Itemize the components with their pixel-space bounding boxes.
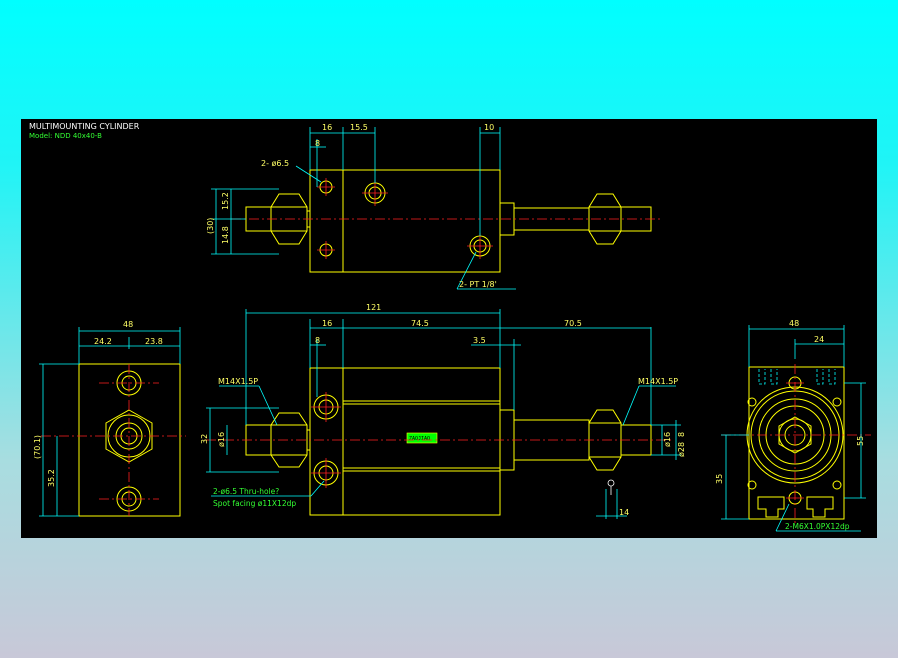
left-end-plate	[78, 363, 181, 517]
right-end-nut	[778, 416, 812, 454]
right-end-view: 48 24 55 35 2-M6X1.0PX12dp	[715, 319, 871, 532]
right-note-tap: 2-M6X1.0PX12dp	[785, 522, 850, 531]
front-dim-16: 16	[322, 319, 332, 328]
front-dim-d28: ø28	[677, 442, 686, 457]
front-dim-32: 32	[200, 434, 209, 444]
front-dim-121: 121	[366, 303, 381, 312]
front-body	[309, 367, 501, 516]
left-dim-35-2: 35.2	[47, 469, 56, 487]
top-dim-15-5: 15.5	[350, 123, 368, 132]
top-dim-8: 8	[315, 139, 320, 148]
left-dim-23-8: 23.8	[145, 337, 163, 346]
front-note-thread-right: M14X1.5P	[638, 377, 678, 386]
drawing-title: MULTIMOUNTING CYLINDER	[29, 122, 140, 131]
top-dim-14-8: 14.8	[221, 226, 230, 244]
front-dim-3-5: 3.5	[473, 336, 486, 345]
top-right-nut	[588, 193, 622, 245]
top-dim-16: 16	[322, 123, 332, 132]
left-dim-70-1: (70.1)	[33, 435, 42, 459]
front-dim-74-5: 74.5	[411, 319, 429, 328]
left-end-view: 48 24.2 23.8 (70.1) 35.2	[33, 320, 186, 517]
top-body	[309, 169, 501, 273]
top-dim-15-2: 15.2	[221, 192, 230, 210]
top-view: 16 15.5 10 8 (30) 15.2 14.8 2- ø6.5 2- P…	[206, 123, 661, 290]
front-view: ZAOJIAO 121 16 74.5 70.5 8 3.5 32 ø16 ø1…	[200, 303, 686, 519]
left-dim-48: 48	[123, 320, 133, 329]
left-dim-24-2: 24.2	[94, 337, 112, 346]
front-note-holes: 2-ø6.5 Thru-hole?	[213, 487, 279, 496]
front-tag-text: ZAOJIAO	[409, 436, 430, 442]
right-dim-48: 48	[789, 319, 799, 328]
front-note-spot: Spot facing ø11X12dp	[213, 499, 296, 508]
drawing-model: Model: NDD 40x40-B	[29, 132, 102, 140]
front-right-nut	[588, 409, 622, 471]
front-label-tag	[406, 432, 438, 444]
right-dim-24: 24	[814, 335, 824, 344]
top-dim-30: (30)	[206, 218, 215, 234]
front-dim-8: 8	[315, 336, 320, 345]
front-note-thread-left: M14X1.5P	[218, 377, 258, 386]
right-end-plate	[748, 366, 845, 520]
front-dim-70-5: 70.5	[564, 319, 582, 328]
top-note-holes: 2- ø6.5	[261, 159, 289, 168]
top-dim-10: 10	[484, 123, 494, 132]
right-dim-35: 35	[715, 474, 724, 484]
right-dim-55: 55	[856, 436, 865, 446]
front-dim-d16-right: ø16	[663, 432, 672, 447]
front-dim-8v: 8	[677, 432, 686, 437]
cad-drawing: MULTIMOUNTING CYLINDER Model: NDD 40x40-…	[29, 122, 871, 532]
front-dim-14: 14	[619, 508, 629, 517]
front-dim-d16-left: ø16	[217, 432, 226, 447]
cad-viewport[interactable]: MULTIMOUNTING CYLINDER Model: NDD 40x40-…	[21, 119, 877, 538]
top-note-port: 2- PT 1/8'	[459, 280, 497, 289]
